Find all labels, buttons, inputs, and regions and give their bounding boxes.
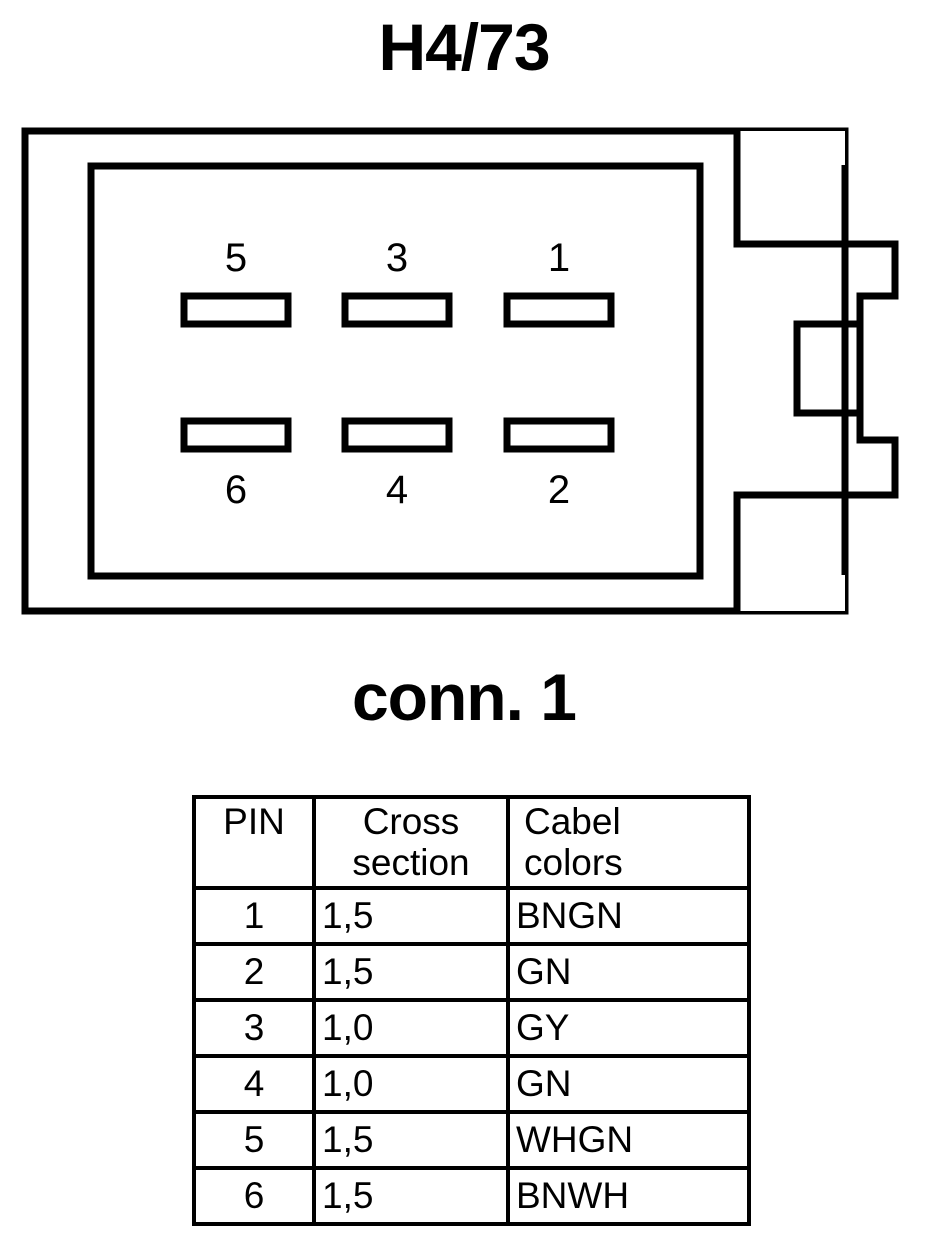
cell-cable-colors: WHGN <box>506 1109 751 1170</box>
page-title: H4/73 <box>378 10 550 84</box>
header-cross-section-line1: Cross <box>362 801 460 842</box>
table-row: 1 1,5 BNGN <box>192 885 751 946</box>
connector-outer-body <box>21 127 849 615</box>
cell-cross-section: 1,5 <box>312 1109 510 1170</box>
cell-pin: 4 <box>192 1053 316 1114</box>
cell-pin: 2 <box>192 941 316 1002</box>
pin-slot-6[interactable] <box>180 417 292 453</box>
pin-label-5: 5 <box>224 236 248 280</box>
pin-label-3: 3 <box>385 236 409 280</box>
cell-cross-section: 1,5 <box>312 1165 510 1226</box>
table-row: 6 1,5 BNWH <box>192 1165 751 1226</box>
latch-inner-tab <box>793 320 860 417</box>
table-body: 1 1,5 BNGN 2 1,5 GN 3 1,0 GY 4 1,0 GN 5 <box>192 885 751 1226</box>
cell-cable-colors: GY <box>506 997 751 1058</box>
cell-cross-section: 1,0 <box>312 997 510 1058</box>
cell-cable-colors: BNWH <box>506 1165 751 1226</box>
table-header: PIN Cross section Cabel colors <box>192 795 751 890</box>
table-row: 2 1,5 GN <box>192 941 751 1002</box>
pinout-table-wrapper: PIN Cross section Cabel colors 1 1,5 BNG… <box>192 795 751 1226</box>
connector-caption: conn. 1 <box>351 660 577 734</box>
header-cable-colors-line2: colors <box>524 842 623 884</box>
cell-cross-section: 1,5 <box>312 941 510 1002</box>
table-row: 3 1,0 GY <box>192 997 751 1058</box>
cell-pin: 1 <box>192 885 316 946</box>
pin-slot-4[interactable] <box>341 417 453 453</box>
table-header-row: PIN Cross section Cabel colors <box>192 795 751 890</box>
pin-label-4: 4 <box>385 468 409 512</box>
cell-cable-colors: GN <box>506 1053 751 1114</box>
header-pin: PIN <box>192 795 316 890</box>
latch-profile <box>733 165 899 575</box>
table-row: 5 1,5 WHGN <box>192 1109 751 1170</box>
pin-label-2: 2 <box>547 468 571 512</box>
header-cross-section-line2: section <box>352 842 470 884</box>
pin-label-1: 1 <box>547 236 571 280</box>
latch-mask-bottom <box>737 575 845 611</box>
pin-label-6: 6 <box>224 468 248 512</box>
pin-slot-1[interactable] <box>503 292 615 328</box>
cell-cross-section: 1,0 <box>312 1053 510 1114</box>
header-cable-colors: Cabel colors <box>506 795 751 890</box>
pin-slot-2[interactable] <box>503 417 615 453</box>
cell-pin: 6 <box>192 1165 316 1226</box>
table-row: 4 1,0 GN <box>192 1053 751 1114</box>
header-cross-section: Cross section <box>312 795 510 890</box>
cell-cross-section: 1,5 <box>312 885 510 946</box>
pin-slot-3[interactable] <box>341 292 453 328</box>
connector-outline-svg <box>21 127 899 615</box>
cell-cable-colors: BNGN <box>506 885 751 946</box>
connector-inner-cavity <box>87 162 704 580</box>
latch-mask-top <box>737 131 845 165</box>
connector-diagram: 5 3 1 6 4 2 <box>0 110 928 630</box>
cell-cable-colors: GN <box>506 941 751 1002</box>
header-cable-colors-line1: Cabel <box>524 801 621 842</box>
cell-pin: 5 <box>192 1109 316 1170</box>
cell-pin: 3 <box>192 997 316 1058</box>
pinout-table: PIN Cross section Cabel colors 1 1,5 BNG… <box>192 795 751 1226</box>
pin-slot-5[interactable] <box>180 292 292 328</box>
